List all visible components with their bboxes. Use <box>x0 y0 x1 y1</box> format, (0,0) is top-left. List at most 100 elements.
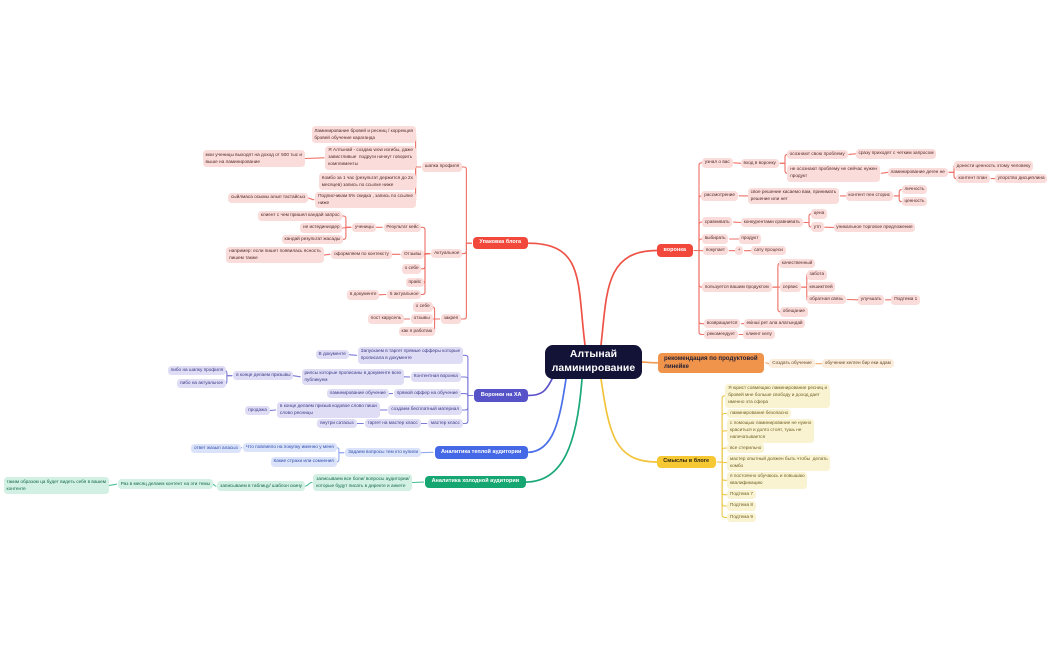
mindmap-node[interactable]: оформляем по контексту <box>331 249 392 260</box>
mindmap-node[interactable]: Подтема 8 <box>727 501 756 511</box>
mindmap-node[interactable]: обратная связь <box>806 294 846 305</box>
mindmap-node[interactable]: Подтема 1 <box>891 295 921 305</box>
mindmap-node[interactable]: покупает <box>702 245 728 256</box>
mindmap-node[interactable]: пользуется вашим продуктом <box>701 282 772 292</box>
mindmap-node[interactable]: Отзывы <box>401 249 424 260</box>
mindmap-node[interactable]: мастер опытный должен быть чтобы делать … <box>727 454 831 471</box>
mindmap-node[interactable]: в конце делаем призыв кодовое слово пиши… <box>277 401 380 419</box>
mindmap-node[interactable]: мои ученицы выходят на доход от 500 тыс … <box>202 150 305 167</box>
mindmap-node[interactable]: о себе <box>412 302 433 312</box>
mindmap-node[interactable]: вход в воронку <box>740 158 779 169</box>
mindmap-node[interactable]: ответ жазып аласыз <box>191 443 241 454</box>
mindmap-node[interactable]: не осознают проблему не сейчас нужен про… <box>787 165 880 182</box>
mindmap-node[interactable]: таргет на мастер класс <box>364 418 421 429</box>
mindmap-node[interactable]: внутри сатасыз <box>317 418 357 429</box>
mindmap-node[interactable]: узнал о вас <box>701 158 733 168</box>
mindmap-node[interactable]: рилсы которые прописаны в документе всех… <box>301 368 405 385</box>
mindmap-node[interactable]: донести ценность этому человеку <box>953 161 1034 171</box>
mindmap-node[interactable]: В документе <box>315 349 349 360</box>
mindmap-node[interactable]: качественный <box>779 258 816 269</box>
mindmap-node[interactable]: Подтема 7 <box>727 489 756 500</box>
mindmap-node[interactable]: я постоянно обучаюсь и повышаю квалифика… <box>727 472 808 489</box>
mindmap-node[interactable]: конкурентами сравнивать <box>740 217 803 228</box>
mindmap-node[interactable]: выбирать <box>701 234 729 244</box>
mindmap-node[interactable]: либо на шапку профиля <box>167 365 226 376</box>
mindmap-node[interactable]: Я Алтынай - создаю wow изгибы, даже зави… <box>325 146 416 170</box>
mindmap-node[interactable]: ламинирование обучение <box>326 388 389 399</box>
mindmap-node[interactable]: обучение келген бир еки адам <box>822 358 894 369</box>
mindmap-node[interactable]: Задаем вопросы тем кто купили <box>345 447 421 458</box>
mindmap-node[interactable]: Актуальное <box>431 248 463 259</box>
mindmap-node[interactable]: кешиктпей <box>806 282 836 292</box>
mindmap-node[interactable]: сравнивать <box>702 217 733 227</box>
mindmap-node[interactable]: Раз в месяц делаем контент на эти темы <box>117 479 213 489</box>
mindmap-node[interactable]: кандай результат жасады <box>281 234 343 245</box>
central-topic[interactable]: Алтынай ламинирование <box>545 345 642 379</box>
mindmap-node[interactable]: возвращается <box>703 318 741 329</box>
mindmap-node[interactable]: прямой оффер на обучение <box>393 388 461 399</box>
mindmap-node[interactable]: Запускаем в таргет прямые офферы которые… <box>357 347 463 364</box>
mindmap-node[interactable]: екінші рет ала алатындай <box>743 318 806 329</box>
mindmap-node[interactable]: осознают свою проблему <box>786 149 848 160</box>
mindmap-node[interactable]: Результат кейс <box>383 222 422 233</box>
mindmap-node[interactable]: Контентная воронка <box>411 372 461 382</box>
mindmap-node[interactable]: рекомендует <box>704 329 738 340</box>
mindmap-node[interactable]: либо на актуальное <box>177 378 226 389</box>
mindmap-node[interactable]: утп <box>811 222 824 232</box>
mindmap-node[interactable]: с помощью ламинирование не нужно красить… <box>727 419 815 443</box>
mindmap-node[interactable]: сату процеси <box>751 245 786 256</box>
branch-topic-blog-meanings[interactable]: Смыслы в блоге <box>656 455 716 469</box>
mindmap-node[interactable]: сразу приходят с четким запросом <box>855 149 937 159</box>
mindmap-node[interactable]: о себе <box>401 264 422 274</box>
mindmap-node[interactable]: как я работаю <box>398 326 435 337</box>
mindmap-node[interactable]: Я юрист совмещаю ламинирование ресниц и … <box>725 384 830 408</box>
mindmap-node[interactable]: например: если пишет появилась ясность п… <box>226 246 324 264</box>
mindmap-node[interactable]: прайс <box>405 277 424 288</box>
mindmap-node[interactable]: упорство дисциплина <box>994 173 1048 184</box>
mindmap-node[interactable]: ценность <box>901 196 928 207</box>
mindmap-node[interactable]: цена <box>811 209 828 219</box>
mindmap-node[interactable]: все стерильно <box>727 443 765 453</box>
mindmap-node[interactable]: клиент келу <box>743 329 775 340</box>
branch-topic-warm-audience[interactable]: Аналитика теплой аудитории <box>434 446 528 459</box>
mindmap-node[interactable]: Подписчикам 5% скидка , запись по ссылке… <box>315 191 416 208</box>
mindmap-node[interactable]: Подтема 9 <box>727 512 756 523</box>
mindmap-node[interactable]: записываем все боли/ вопросы аудитории/ … <box>313 474 413 491</box>
mindmap-node[interactable]: личность <box>901 184 928 195</box>
mindmap-node[interactable]: ламинирование безопасно <box>727 408 792 419</box>
branch-topic-funnels-ha[interactable]: Воронки на ХА <box>474 389 528 402</box>
mindmap-node[interactable]: Ламинирование бровей и ресниц / коррекци… <box>311 126 416 143</box>
mindmap-node[interactable]: забота <box>806 270 827 280</box>
mindmap-node[interactable]: Что повлияло на покупку именно у меня <box>243 442 337 453</box>
mindmap-node[interactable]: Создать обучение <box>769 358 815 369</box>
mindmap-node[interactable]: сыйлмаса осымы алып тастайсыз <box>228 193 308 203</box>
mindmap-node[interactable]: клиент с чем пришел кандай запрос <box>258 211 343 221</box>
mindmap-node[interactable]: контент пен сторис <box>845 191 893 201</box>
mindmap-node[interactable]: улучшать <box>858 295 885 305</box>
mindmap-node[interactable]: уникальное торговое предложение <box>833 222 916 233</box>
mindmap-node[interactable]: отзывы <box>410 314 433 324</box>
mindmap-node[interactable]: рассмотрение <box>701 191 738 201</box>
mindmap-node[interactable]: контент план <box>955 173 990 184</box>
mindmap-node[interactable]: закреп <box>440 314 461 324</box>
mindmap-node[interactable]: в документе <box>347 290 380 300</box>
mindmap-node[interactable]: ламинирование деген не <box>887 167 948 178</box>
mindmap-node[interactable]: продажа <box>245 405 270 416</box>
mindmap-node[interactable]: пост карусель <box>367 314 404 324</box>
mindmap-node[interactable]: в конце делаем призывы <box>233 370 294 381</box>
mindmap-node[interactable]: Какие страхи или сомнения <box>270 457 337 467</box>
branch-topic-product-line[interactable]: рекомендация по продуктовой линейке <box>657 352 765 373</box>
mindmap-node[interactable]: таким образом ца будет видеть себя в ваш… <box>3 477 109 494</box>
branch-topic-packaging[interactable]: Упаковка блога <box>472 236 528 250</box>
mindmap-node[interactable]: мастер класс <box>428 418 463 429</box>
mindmap-node[interactable]: не истединиздер <box>300 223 343 233</box>
mindmap-node[interactable]: шапка профиля <box>421 162 462 172</box>
mindmap-node[interactable]: продукт <box>738 234 762 244</box>
mindmap-node[interactable]: записываем в таблицу/ шаблон скину <box>217 481 305 491</box>
mindmap-node[interactable]: + <box>735 245 744 256</box>
mindmap-node[interactable]: создаем бесплатный материал <box>388 405 462 415</box>
mindmap-node[interactable]: 5 актуальное <box>387 289 422 300</box>
mindmap-node[interactable]: ученицы <box>352 222 377 233</box>
branch-topic-funnel[interactable]: воронка <box>657 244 693 257</box>
mindmap-node[interactable]: Комбо за 1 час (результат держится до 2х… <box>319 173 416 190</box>
